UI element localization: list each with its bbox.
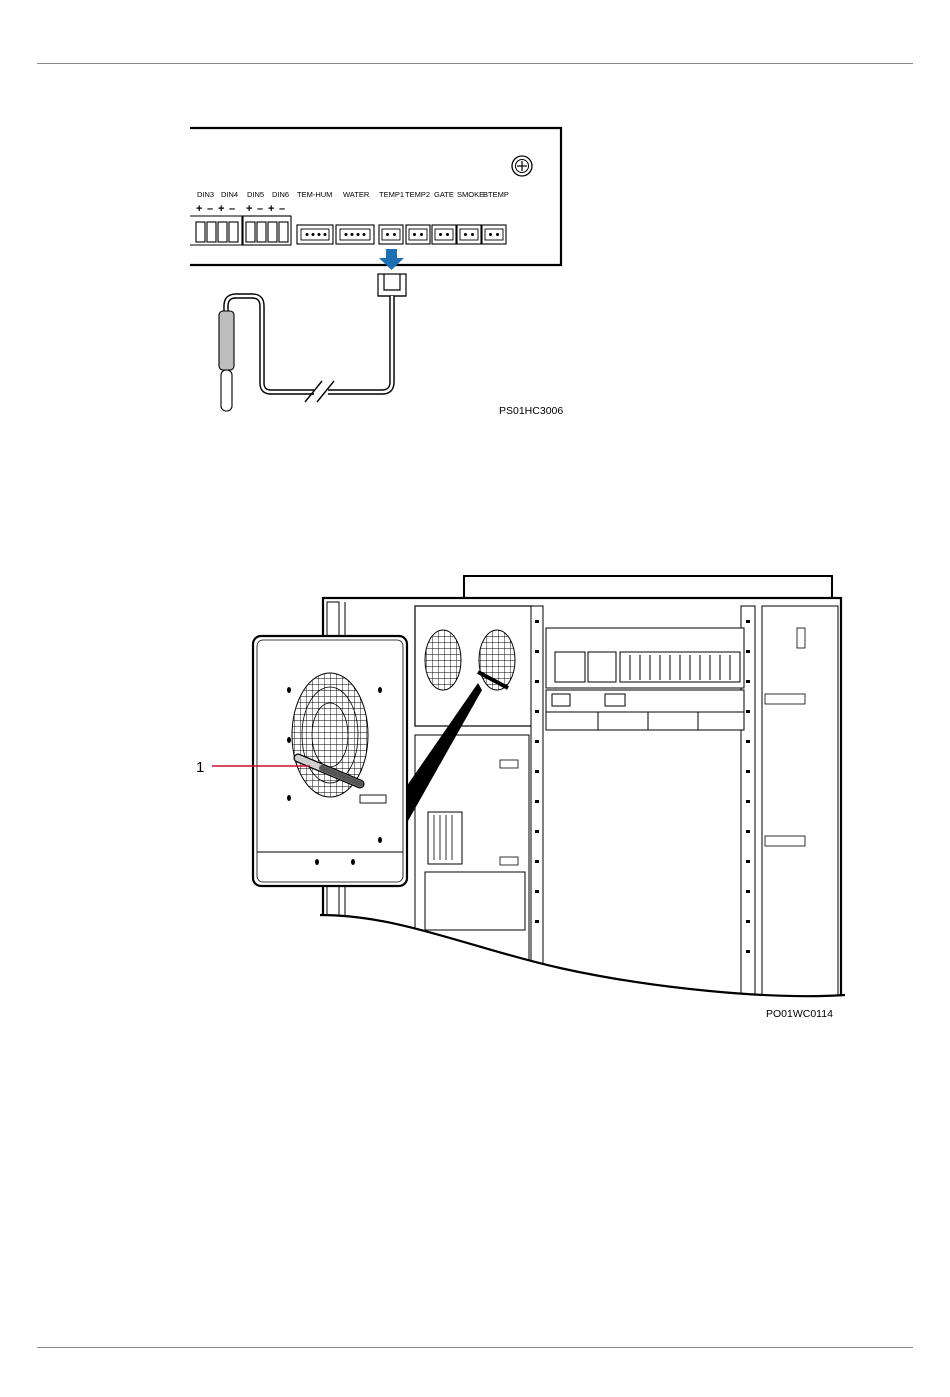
power-distribution-unit [546, 628, 744, 730]
zoom-inset [253, 636, 407, 886]
callout-number: 1 [196, 759, 204, 776]
figure-code: PO01WC0114 [766, 1008, 833, 1020]
footer-rule [37, 1347, 913, 1348]
